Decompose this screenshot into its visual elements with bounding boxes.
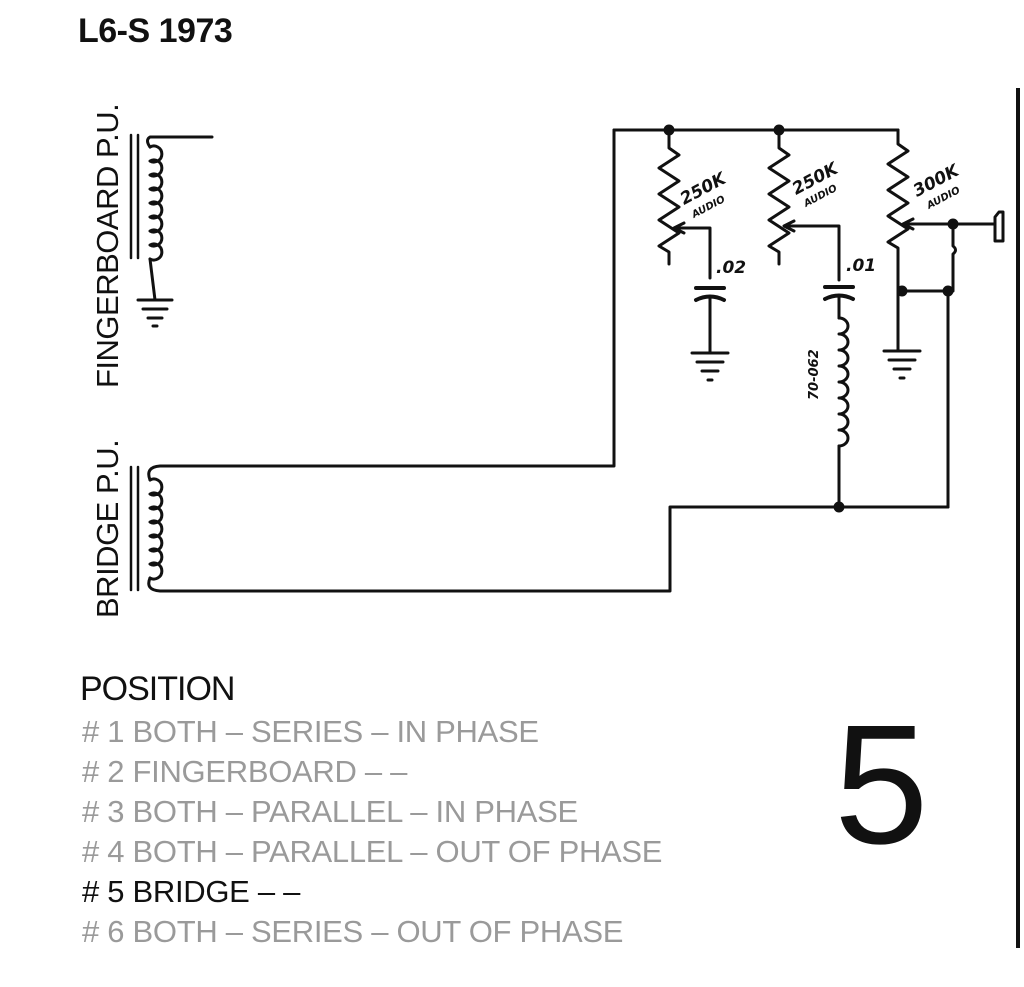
capacitor-2-value: .01 bbox=[846, 256, 876, 276]
volume-pot: 300K AUDIO bbox=[882, 128, 1005, 509]
ground-symbol bbox=[882, 349, 922, 380]
position-item: # 4 BOTH – PARALLEL – OUT OF PHASE bbox=[82, 834, 663, 869]
ground-symbol bbox=[136, 298, 174, 328]
choke-coil bbox=[837, 316, 850, 448]
wiper-1-arrow bbox=[672, 221, 686, 235]
wiper-3-arrow bbox=[901, 217, 915, 231]
position-header: POSITION bbox=[80, 670, 235, 708]
tone-pot-2: 250K AUDIO .01 70-062 bbox=[767, 128, 876, 513]
bridge-coil bbox=[148, 477, 164, 581]
selected-position-number: 5 bbox=[834, 690, 929, 880]
bridge-pickup-label: BRIDGE P.U. bbox=[90, 440, 125, 618]
resistor-3 bbox=[886, 128, 910, 352]
fingerboard-coil bbox=[148, 144, 164, 262]
right-edge-line bbox=[1016, 88, 1020, 948]
position-item: # 5 BRIDGE – – bbox=[82, 874, 301, 909]
wiring-schematic: FINGERBOARD P.U. BRIDGE P.U. 250K AUDIO bbox=[90, 104, 1005, 618]
junction-dot bbox=[896, 285, 908, 297]
diagram-title: L6-S 1973 bbox=[78, 12, 233, 50]
bridge-pickup: BRIDGE P.U. bbox=[90, 128, 950, 618]
ground-symbol bbox=[690, 351, 730, 382]
fingerboard-lead-wire bbox=[146, 135, 214, 149]
position-list: # 1 BOTH – SERIES – IN PHASE # 2 FINGERB… bbox=[82, 712, 662, 952]
wiper-1-wire bbox=[673, 226, 712, 280]
position-item: # 2 FINGERBOARD – – bbox=[82, 754, 408, 789]
fingerboard-pickup-label: FINGERBOARD P.U. bbox=[90, 104, 125, 388]
fingerboard-ground-wire bbox=[148, 257, 157, 302]
junction-dot bbox=[942, 285, 954, 297]
wiper-2-wire bbox=[783, 224, 841, 282]
position-item: # 1 BOTH – SERIES – IN PHASE bbox=[82, 714, 539, 749]
resistor-2 bbox=[767, 128, 791, 266]
tone-pot-1: 250K AUDIO .02 bbox=[657, 128, 746, 382]
bridge-return-wire bbox=[147, 505, 950, 593]
jack-sleeve-wire bbox=[951, 222, 957, 293]
position-item: # 3 BOTH – PARALLEL – IN PHASE bbox=[82, 794, 578, 829]
choke-value: 70-062 bbox=[807, 349, 822, 400]
position-item: # 6 BOTH – SERIES – OUT OF PHASE bbox=[82, 914, 624, 949]
output-jack-icon bbox=[993, 210, 1005, 243]
fingerboard-pickup: FINGERBOARD P.U. bbox=[90, 104, 214, 388]
bridge-hot-wire bbox=[147, 128, 616, 482]
capacitor-1-value: .02 bbox=[716, 258, 746, 278]
wiper-2-arrow bbox=[782, 219, 796, 233]
junction-dot bbox=[833, 501, 845, 513]
resistor-1 bbox=[657, 128, 681, 266]
